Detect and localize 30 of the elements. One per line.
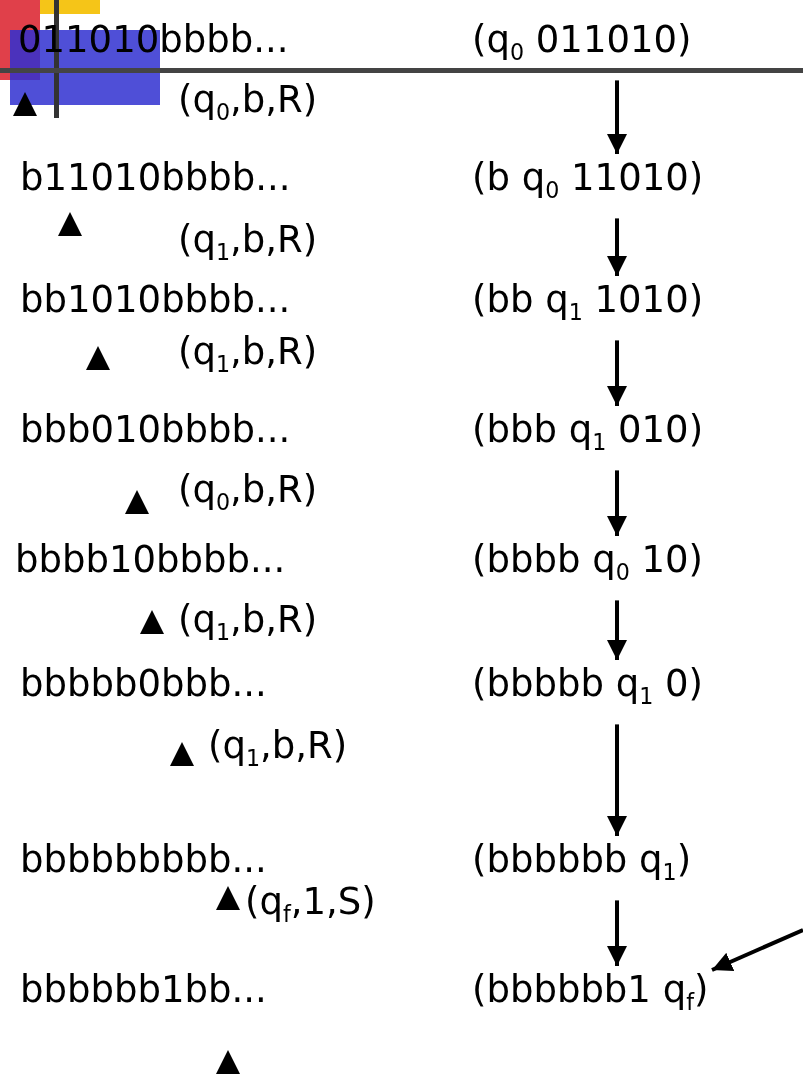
tape-contents: bbb010bbbb... xyxy=(20,408,291,452)
tape-contents: bb1010bbbb... xyxy=(20,278,291,322)
transition-label: (q$_{0}$,b,R) xyxy=(178,78,318,128)
arrow xyxy=(607,900,627,966)
transition-label: (q$_{1}$,b,R) xyxy=(178,218,318,268)
arrow xyxy=(607,80,627,154)
arrow xyxy=(607,724,627,836)
arrow xyxy=(607,340,627,406)
tape-contents: bbbbb0bbb... xyxy=(20,662,267,706)
configuration-text: (bb q$_{1}$ 1010) xyxy=(472,278,704,335)
tape-contents: b11010bbbb... xyxy=(20,156,291,200)
transition-label: (q$_{1}$,b,R) xyxy=(208,724,348,774)
configuration-text: (q$_{0}$ 011010) xyxy=(472,18,692,75)
configuration-text: (bbbb q$_{0}$ 10) xyxy=(472,538,704,595)
transition-label: (q$_{f}$,1,S) xyxy=(245,880,376,930)
arrow xyxy=(607,470,627,536)
tape-contents: bbbb10bbbb... xyxy=(15,538,286,582)
arrow xyxy=(711,928,803,972)
transition-label: (q$_{1}$,b,R) xyxy=(178,330,318,380)
configuration-text: (b q$_{0}$ 11010) xyxy=(472,156,704,213)
arrow xyxy=(607,600,627,660)
configuration-text: (bbbbbb1 q$_{f}$) xyxy=(472,968,709,1025)
configuration-text: (bbb q$_{1}$ 010) xyxy=(472,408,704,465)
transition-label: (q$_{0}$,b,R) xyxy=(178,468,318,518)
arrow xyxy=(607,218,627,276)
configuration-text: (bbbbb q$_{1}$ 0) xyxy=(472,662,703,719)
tape-contents: bbbbbbbbb... xyxy=(20,838,267,882)
configuration-text: (bbbbbb q$_{1}$) xyxy=(472,838,692,895)
tape-contents: bbbbbb1bb... xyxy=(20,968,267,1012)
transition-label: (q$_{1}$,b,R) xyxy=(178,598,318,648)
